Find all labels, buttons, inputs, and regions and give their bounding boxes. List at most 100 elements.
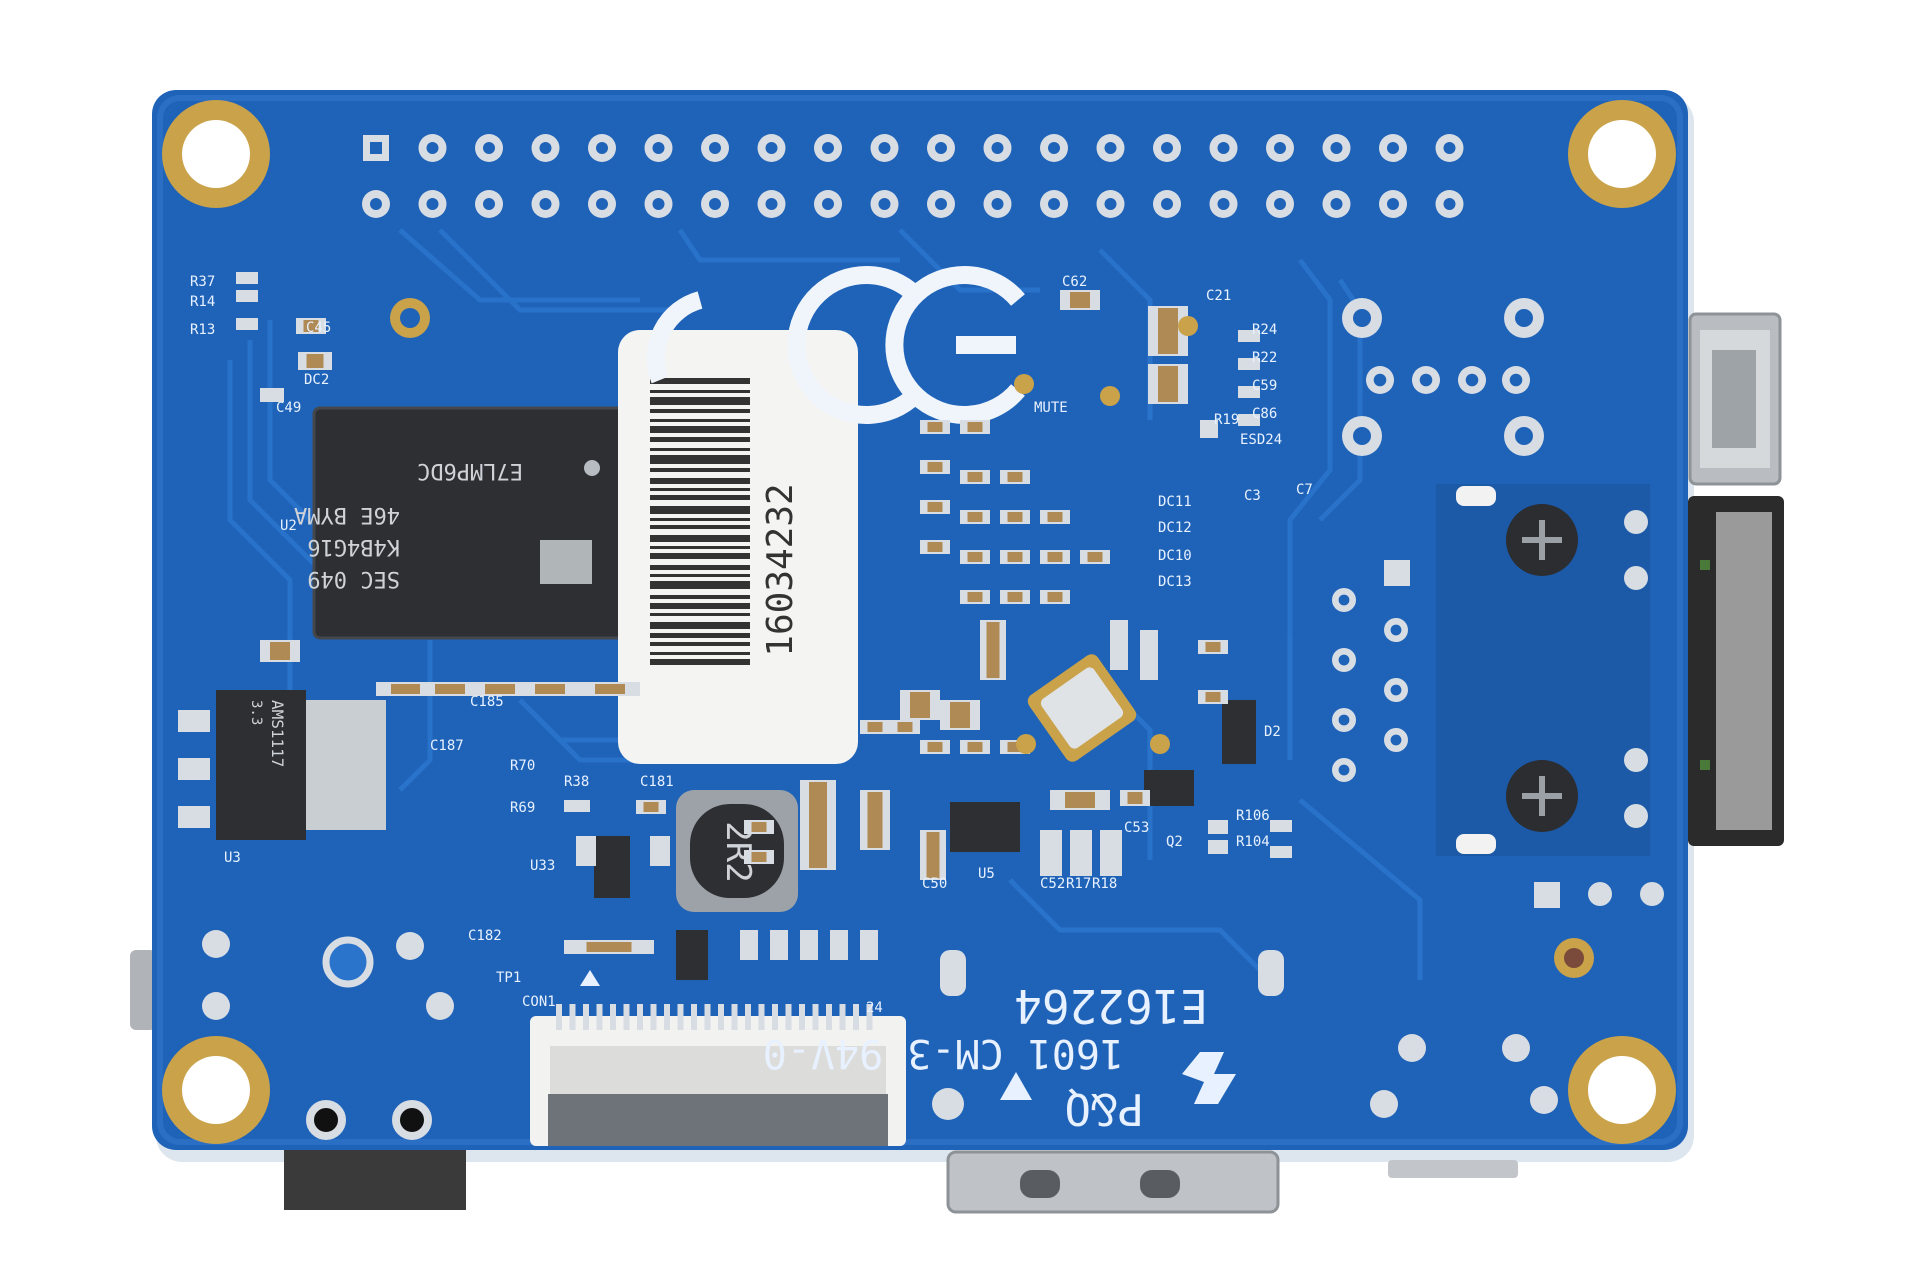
refdes-c181: C181: [640, 774, 674, 790]
gpio-pin-hole: [1443, 198, 1456, 210]
smd-pad: [1270, 820, 1292, 832]
refdes-r22: R22: [1252, 350, 1277, 366]
mount-hole-bl: [162, 1036, 270, 1144]
refdes-r106: R106: [1236, 808, 1270, 824]
pad-hole: [1515, 427, 1533, 445]
smd-body: [1007, 472, 1023, 482]
pad-hole: [1390, 684, 1402, 696]
smd-body: [1007, 552, 1023, 562]
smd-body: [867, 722, 883, 732]
barcode-bar: [650, 419, 750, 422]
smd-body: [303, 320, 319, 332]
barcode-bar: [650, 478, 750, 484]
smd-body: [751, 852, 767, 862]
regulator-voltage: 3.3: [248, 700, 264, 725]
barcode-bar: [650, 390, 750, 393]
gpio-pin-hole: [539, 198, 552, 210]
gpio-pin-hole: [1048, 198, 1060, 210]
fpc-pin: [664, 1004, 670, 1030]
smd-body: [809, 782, 827, 868]
smd-body: [535, 684, 565, 694]
smd-pad: [1200, 420, 1218, 438]
smd-pad: [260, 388, 284, 402]
usb-port-right: [1688, 312, 1782, 486]
fpc-pin: [610, 1004, 616, 1030]
ram-chip-line1: 46E BYMA: [294, 502, 400, 527]
gpio-pin-hole: [935, 142, 947, 154]
smd-body: [1047, 552, 1063, 562]
ul-marking: 1601 CM-3 94V-0: [763, 1030, 1124, 1076]
gpio-pin-hole: [935, 198, 947, 210]
smd-body: [1070, 292, 1090, 308]
fpc-pin: [569, 1004, 576, 1030]
barcode-bar: [650, 595, 750, 599]
barcode-bar: [650, 495, 750, 500]
barcode-bar: [650, 581, 750, 589]
smd-pad: [1208, 840, 1228, 854]
barcode-bar: [650, 642, 750, 646]
pad-hole: [1465, 373, 1479, 387]
smd-body: [967, 472, 983, 482]
barcode-bar: [650, 397, 750, 405]
regulator-part: AMS1117: [268, 700, 287, 767]
ram-chip-logo-text: E7LMP6DC: [417, 458, 523, 483]
gpio-pin-hole: [596, 142, 608, 154]
barcode-bar: [650, 378, 750, 384]
reference-designators: R37 R14 R13 C45 DC2 C49 U2 U3 U33 C182 T…: [190, 274, 1313, 1016]
smd-pad: [1140, 630, 1158, 680]
gpio-pin-hole: [483, 142, 495, 154]
smd-body: [927, 502, 943, 512]
barcode-bar: [650, 652, 750, 655]
barcode-bar: [650, 468, 750, 472]
smd-pad: [1238, 414, 1260, 426]
inductor: 2R2: [676, 790, 798, 912]
barcode-bar: [650, 409, 750, 413]
misc-pads: [202, 298, 1664, 1140]
refdes-dc10: DC10: [1158, 548, 1192, 564]
barcode-bar: [650, 553, 750, 559]
ethernet-footprint: [1436, 484, 1650, 856]
fpc-pin: [691, 1004, 697, 1030]
fpc-pin: [596, 1004, 603, 1030]
barcode-bar: [650, 506, 750, 514]
fpc-pin: [637, 1004, 643, 1030]
gpio-pin-hole: [765, 142, 778, 154]
smd-pad: [770, 930, 788, 960]
smd-pad: [1270, 846, 1292, 858]
refdes-c182: C182: [468, 928, 502, 944]
refdes-r70: R70: [510, 758, 535, 774]
barcode-bar: [650, 603, 750, 609]
refdes-r13: R13: [190, 322, 215, 338]
smd-pad: [236, 290, 258, 302]
gpio-pin-hole: [370, 198, 382, 210]
refdes-c53: C53: [1124, 820, 1149, 836]
pcb-inner-glow: [157, 95, 1683, 1145]
gpio-pin-hole: [426, 198, 439, 210]
fpc-pin: [772, 1004, 778, 1030]
smd-pad: [1040, 830, 1062, 876]
smd-pad: [1238, 330, 1260, 342]
silkscreen-labels: E162264 1601 CM-3 94V-0 P&Q: [580, 970, 1236, 1134]
pin1-triangle: [580, 970, 600, 986]
smd-pad: [800, 930, 818, 960]
refdes-c49: C49: [276, 400, 301, 416]
smd-body: [1127, 792, 1143, 804]
fpc-pins: [556, 1004, 873, 1030]
refdes-u5: U5: [978, 866, 995, 882]
gpio-pin-hole: [1161, 142, 1173, 154]
gpio-pin-hole: [1104, 198, 1117, 210]
pad-hole: [1419, 373, 1433, 387]
refdes-c21: C21: [1206, 288, 1231, 304]
smd-body: [643, 802, 659, 812]
square-pad: [1384, 560, 1410, 586]
gpio-pin-hole: [1330, 198, 1343, 210]
gpio-pin-hole: [652, 198, 665, 210]
barcode-bars: [650, 378, 750, 665]
gpio-pin-hole: [652, 142, 665, 154]
refdes-r14: R14: [190, 294, 215, 310]
diode-d2: [1222, 700, 1256, 764]
smd-body: [751, 822, 767, 832]
transistor-near-con: [676, 930, 708, 980]
gpio-pin-hole: [370, 142, 382, 154]
smd-passives: [236, 272, 1292, 960]
